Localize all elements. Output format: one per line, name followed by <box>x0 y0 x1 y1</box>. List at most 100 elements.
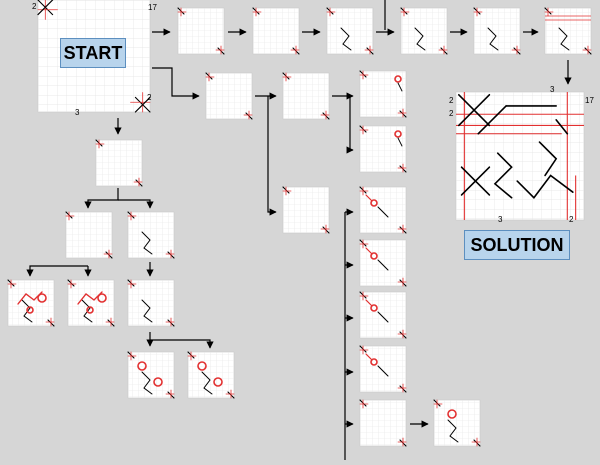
wall-segment <box>460 166 491 196</box>
puzzle-boards <box>7 0 592 447</box>
solution-number-mid-left: 2 <box>449 109 454 118</box>
red-marker-circle <box>97 293 107 303</box>
puzzle-board-b6 <box>544 7 592 55</box>
solution-number-top-mid: 3 <box>550 85 555 94</box>
wall-segment <box>487 27 499 51</box>
flow-arrow <box>267 96 277 216</box>
board-grid <box>283 73 329 119</box>
wall-segment <box>201 371 213 395</box>
red-marker-circle <box>137 361 147 371</box>
wall-segment <box>538 141 558 177</box>
wall-segment <box>555 119 569 135</box>
start-number-bottom-left: 3 <box>75 108 80 117</box>
wall-segment <box>477 105 507 135</box>
solution-number-bottom-right: 2 <box>569 215 574 224</box>
wall-segment <box>377 259 389 271</box>
red-marker-circle <box>370 252 378 260</box>
red-marker-circle <box>213 377 223 387</box>
board-grid <box>360 126 406 172</box>
board-grid <box>178 8 224 54</box>
start-number-bottom-right: 2 <box>147 93 152 102</box>
puzzle-board-b13 <box>127 211 175 259</box>
flow-arrow <box>332 95 354 154</box>
puzzle-board-b24 <box>187 351 235 399</box>
wall-segment <box>397 82 403 92</box>
puzzle-board-b14 <box>282 186 330 234</box>
red-marker-circle <box>370 358 378 366</box>
puzzle-board-b2 <box>252 7 300 55</box>
puzzle-board-b12 <box>65 211 113 259</box>
start-number-top-right: 17 <box>148 3 157 12</box>
board-grid <box>545 8 591 54</box>
solution-number-top-left: 2 <box>449 96 454 105</box>
puzzle-board-b8 <box>282 72 330 120</box>
wall-segment <box>558 27 570 51</box>
start-number-top-left: 2 <box>32 2 37 11</box>
puzzle-board-b11 <box>95 139 143 187</box>
red-mark <box>365 194 373 202</box>
red-marker-circle <box>370 304 378 312</box>
wall-segment <box>340 27 352 51</box>
board-grid <box>474 8 520 54</box>
board-grid <box>188 352 234 398</box>
puzzle-board-b25 <box>433 399 481 447</box>
wall-segment <box>516 174 574 199</box>
red-mark <box>365 353 373 361</box>
red-marker-circle <box>394 130 402 138</box>
puzzle-board-b3 <box>326 7 374 55</box>
puzzle-board-b10 <box>359 125 407 173</box>
puzzle-board-b20 <box>7 279 55 327</box>
board-grid <box>327 8 373 54</box>
wall-segment <box>447 419 459 443</box>
board-grid <box>8 280 54 326</box>
puzzle-board-b4 <box>400 7 448 55</box>
wall-segment <box>377 206 389 218</box>
board-grid <box>128 352 174 398</box>
wall-segment <box>414 27 426 51</box>
corner-wall <box>37 0 54 16</box>
wall-segment <box>377 365 389 377</box>
red-marker-circle <box>447 409 457 419</box>
red-marker-circle <box>26 306 34 314</box>
puzzle-board-b16 <box>359 239 407 287</box>
board-grid <box>66 212 112 258</box>
corner-wall <box>134 96 151 113</box>
red-mark <box>365 299 373 307</box>
puzzle-board-b5 <box>473 7 521 55</box>
board-grid <box>68 280 114 326</box>
wall-segment <box>141 371 153 395</box>
board-grid <box>401 8 447 54</box>
puzzle-board-b19 <box>359 399 407 447</box>
flow-arrows <box>26 0 572 460</box>
puzzle-board-b7 <box>205 72 253 120</box>
puzzle-board-b21 <box>67 279 115 327</box>
board-grid <box>128 280 174 326</box>
red-marker-circle <box>197 361 207 371</box>
red-marker-circle <box>370 199 378 207</box>
wall-segment <box>397 137 403 147</box>
puzzle-board-b18 <box>359 345 407 393</box>
puzzle-board-solution <box>455 91 585 221</box>
puzzle-board-b17 <box>359 291 407 339</box>
solution-number-bottom-mid: 3 <box>498 215 503 224</box>
board-grid <box>128 212 174 258</box>
solution-label: SOLUTION <box>464 230 570 260</box>
red-marker-circle <box>394 75 402 83</box>
solution-number-top-right: 17 <box>585 96 594 105</box>
flow-arrow <box>150 339 214 349</box>
wall-segment <box>377 311 389 323</box>
wall-segment <box>493 152 513 199</box>
board-grid <box>253 8 299 54</box>
board-grid <box>360 292 406 338</box>
wall-segment <box>457 93 491 127</box>
start-label: START <box>60 38 126 68</box>
red-mark <box>365 247 373 255</box>
board-grid <box>206 73 252 119</box>
board-grid <box>360 346 406 392</box>
flow-arrow <box>26 265 88 277</box>
red-mark <box>77 291 103 305</box>
red-mark <box>17 291 43 305</box>
puzzle-board-b15 <box>359 186 407 234</box>
